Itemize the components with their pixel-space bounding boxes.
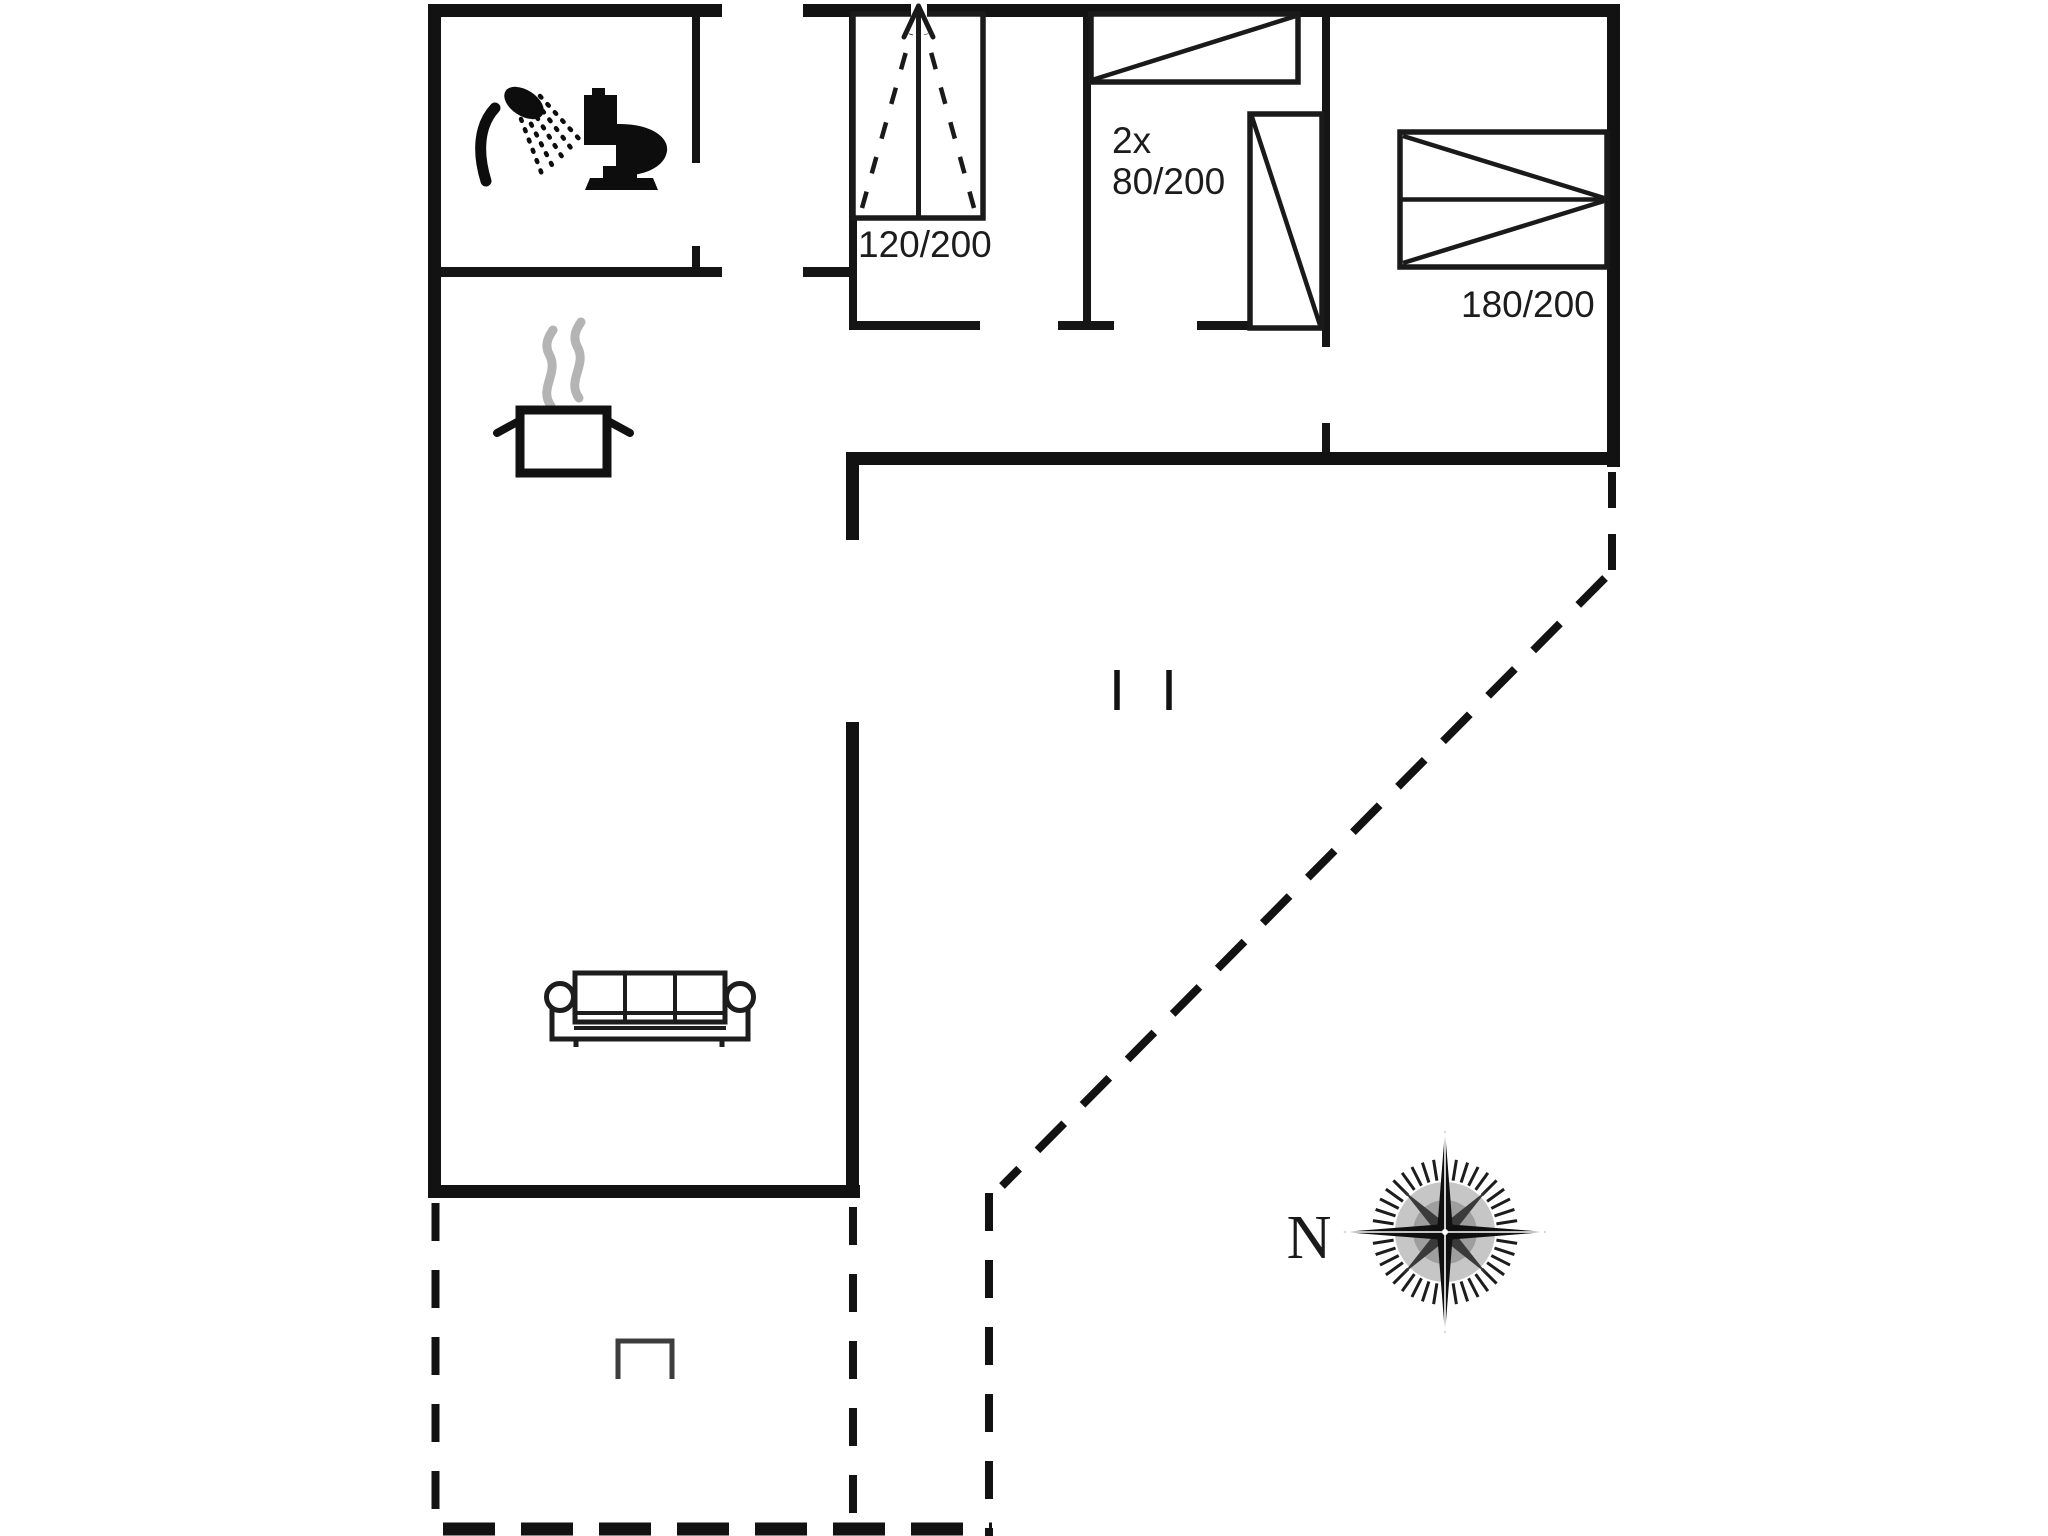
- compass-tick: [1385, 1261, 1404, 1277]
- bathroom: [475, 86, 668, 190]
- compass-tick: [1379, 1254, 1400, 1267]
- cooking-pot-icon: [493, 405, 634, 478]
- compass-tick: [1486, 1187, 1505, 1203]
- wall-hall-bottom: [803, 267, 853, 277]
- toilet-bowl: [616, 123, 668, 176]
- bed-size-label: 80/200: [1112, 161, 1225, 202]
- compass-tick: [1451, 1159, 1458, 1181]
- compass-tick: [1496, 1219, 1518, 1226]
- compass-tick: [1459, 1281, 1470, 1302]
- grill-icon: [615, 1338, 675, 1379]
- compass-ticks: [1372, 1159, 1518, 1305]
- compass-tick: [1494, 1246, 1515, 1257]
- toilet-button: [592, 88, 605, 97]
- compass-tick: [1486, 1261, 1505, 1277]
- wall-bedroom-small-bottom-right: [1058, 321, 1091, 330]
- compass-tick: [1372, 1238, 1394, 1245]
- wall-bedroom-double-door-jamb: [1322, 423, 1330, 452]
- wall-living-east-lower: [846, 722, 859, 1198]
- wall-bathroom-right: [692, 17, 700, 163]
- bed-120x200-dashed-diagonals: [859, 33, 977, 209]
- compass-tick: [1400, 1273, 1416, 1292]
- living-room: [544, 970, 756, 1047]
- compass-tick: [1379, 1197, 1400, 1210]
- bed-size-label: 180/200: [1461, 284, 1595, 325]
- compass-tick: [1451, 1283, 1458, 1305]
- sofa-armrest-left: [544, 981, 576, 1013]
- shower-spray: [518, 93, 584, 180]
- compass-tick: [1420, 1281, 1431, 1302]
- bed-80x200-side-diagonal: [1249, 116, 1323, 326]
- bed-80x200-top-diagonal: [1091, 13, 1297, 83]
- compass-tick: [1432, 1159, 1439, 1181]
- wall-bedroom-wing-south: [846, 452, 1620, 465]
- bedroom-twin: 2x 80/200: [1088, 11, 1325, 331]
- toilet-base: [585, 178, 658, 190]
- compass-tick: [1410, 1166, 1423, 1187]
- steam-icon: [542, 317, 586, 411]
- compass-tick: [1420, 1162, 1431, 1183]
- compass-tick: [1467, 1166, 1480, 1187]
- wall-living-east-upper: [846, 452, 859, 540]
- shower-icon: [475, 86, 584, 187]
- toilet-icon: [584, 88, 668, 190]
- wall-bedroom-small-twin-divider: [1083, 17, 1091, 330]
- wall-bathroom-bottom: [441, 267, 722, 277]
- sofa-seat-outline: [549, 1008, 751, 1042]
- bed-180x200-lines: [1400, 133, 1607, 266]
- compass-north-label: N: [1287, 1204, 1332, 1272]
- wall-top-left-exterior: [428, 4, 722, 17]
- compass-tick: [1375, 1207, 1396, 1218]
- bedroom-small: 120/200: [850, 3, 992, 265]
- pot-body: [515, 405, 612, 478]
- compass-tick: [1410, 1277, 1423, 1298]
- bed-size-label: 120/200: [858, 224, 992, 265]
- wall-bedroom-twin-bottom-left: [1083, 321, 1114, 330]
- compass-tick: [1372, 1219, 1394, 1226]
- compass-center-dot: [1442, 1229, 1448, 1235]
- wall-bedroom-twin-double-divider: [1322, 17, 1330, 347]
- terrace-boundaries: [431, 472, 1616, 1536]
- toilet-pedestal: [603, 166, 637, 180]
- sofa-icon: [544, 970, 756, 1047]
- wall-top-right-exterior: [803, 4, 1620, 17]
- compass-highlights: [1346, 1133, 1544, 1331]
- compass-tick: [1400, 1172, 1416, 1191]
- compass: N: [1287, 1130, 1547, 1334]
- wall-bathroom-door-jamb: [692, 246, 700, 270]
- compass-tick: [1459, 1162, 1470, 1183]
- compass-tick: [1474, 1172, 1490, 1191]
- wall-bedroom-small-bottom-left: [849, 321, 980, 330]
- compass-rose-icon: [1343, 1130, 1547, 1334]
- compass-tick: [1490, 1254, 1511, 1267]
- compass-tick: [1496, 1238, 1518, 1245]
- wall-right-exterior: [1607, 4, 1620, 467]
- pot-handle-left: [493, 417, 523, 437]
- compass-tick: [1467, 1277, 1480, 1298]
- compass-tick: [1474, 1273, 1490, 1292]
- compass-tick: [1385, 1187, 1404, 1203]
- shower-head: [504, 86, 544, 120]
- wall-left-exterior: [428, 4, 441, 1198]
- shower-hose: [475, 102, 501, 187]
- compass-tick: [1375, 1246, 1396, 1257]
- roof-overhang-edge-diagonal: [999, 575, 1608, 1189]
- compass-tick: [1432, 1283, 1439, 1305]
- sofa-armrest-right: [724, 981, 756, 1013]
- compass-tick: [1494, 1207, 1515, 1218]
- wall-living-bottom: [428, 1185, 860, 1198]
- kitchen-area: [493, 317, 634, 478]
- entrance-arrow-icon: [901, 3, 936, 218]
- bedroom-double: 180/200: [1397, 129, 1610, 325]
- toilet-tank: [584, 95, 617, 145]
- pot-handle-right: [604, 417, 634, 437]
- exterior-walls: [428, 4, 1620, 1198]
- bed-count-label: 2x: [1112, 120, 1152, 161]
- terrace-door-ticks: [1114, 670, 1172, 710]
- compass-tick: [1490, 1197, 1511, 1210]
